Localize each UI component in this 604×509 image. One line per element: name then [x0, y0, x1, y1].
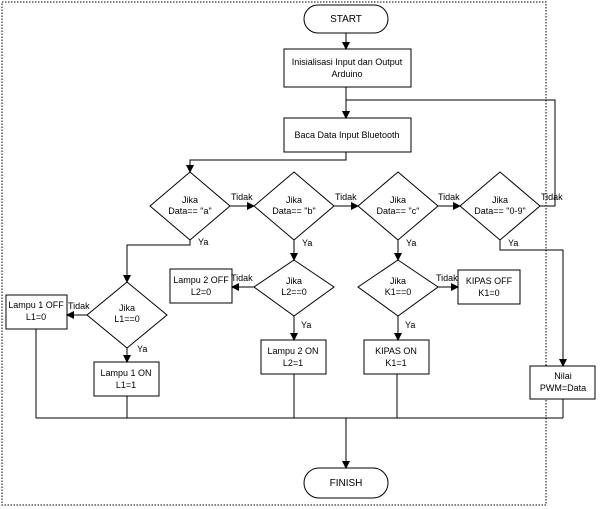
decision-l1-line1: Jika — [119, 303, 135, 313]
decision-l1-line2: L1==0 — [114, 314, 140, 324]
decision-l2-line1: Jika — [286, 276, 302, 286]
label-c-no: Tidak — [438, 192, 460, 202]
kipas-off-line2: K1=0 — [478, 288, 499, 298]
decision-d-line2: Data== "0-9" — [474, 206, 525, 216]
lampu2-on-process — [260, 339, 327, 375]
label-k1-no: Tidak — [436, 273, 458, 283]
read-label: Baca Data Input Bluetooth — [294, 130, 399, 140]
pwm-line1: Nilai — [554, 371, 572, 381]
decision-d-line1: Jika — [492, 195, 508, 205]
edge-d-pwm — [499, 240, 567, 367]
pwm-process — [529, 365, 596, 400]
decision-b-line2: Data== "b" — [272, 206, 315, 216]
edge-a-l1 — [123, 240, 191, 283]
lampu1-off-line2: L1=0 — [26, 312, 46, 322]
decision-k1-line2: K1==0 — [385, 287, 412, 297]
page-frame — [1, 1, 547, 506]
decision-c-line1: Jika — [390, 195, 406, 205]
label-d-yes: Ya — [508, 238, 518, 248]
lampu1-on-line1: Lampu 1 ON — [100, 368, 151, 378]
kipas-on-line2: K1=1 — [385, 358, 406, 368]
lampu2-on-line2: L2=1 — [283, 358, 303, 368]
init-label-2: Arduino — [331, 69, 362, 79]
init-process — [283, 48, 412, 88]
label-b-no: Tidak — [335, 192, 357, 202]
label-a-yes: Ya — [198, 237, 208, 247]
label-l1-no: Tidak — [68, 301, 90, 311]
edge-read-decision-a — [186, 152, 347, 173]
read-bluetooth-process — [283, 117, 412, 153]
lampu2-on-line1: Lampu 2 ON — [267, 346, 318, 356]
decision-c-line2: Data== "c" — [377, 206, 420, 216]
lampu2-off-line1: Lampu 2 OFF — [173, 275, 229, 285]
decision-l2-line2: L2==0 — [281, 287, 307, 297]
label-l2-no: Tidak — [231, 273, 253, 283]
label-c-yes: Ya — [406, 238, 416, 248]
label-a-no: Tidak — [231, 192, 253, 202]
label-k1-yes: Ya — [405, 320, 415, 330]
label-l2-yes: Ya — [301, 320, 311, 330]
lampu2-off-line2: L2=0 — [191, 287, 211, 297]
label-d-no: Tidak — [541, 192, 563, 202]
decision-k1-line1: Jika — [390, 276, 406, 286]
pwm-line2: PWM=Data — [540, 383, 586, 393]
decision-a-line2: Data== "a" — [168, 206, 211, 216]
kipas-on-line1: KIPAS ON — [375, 346, 417, 356]
label-l1-yes: Ya — [137, 344, 147, 354]
start-label: START — [330, 14, 362, 25]
lampu1-on-line2: L1=1 — [116, 380, 136, 390]
lampu2-off-process — [169, 268, 233, 304]
init-label-1: Inisialisasi Input dan Output — [292, 57, 403, 67]
kipas-off-line1: KIPAS OFF — [466, 276, 513, 286]
lampu1-off-line1: Lampu 1 OFF — [8, 300, 64, 310]
edge-d-loop — [342, 99, 556, 207]
label-b-yes: Ya — [302, 238, 312, 248]
decision-a-line1: Jika — [182, 195, 198, 205]
finish-label: FINISH — [330, 478, 363, 489]
decision-b-line1: Jika — [286, 195, 302, 205]
lampu1-on-process — [93, 361, 160, 397]
